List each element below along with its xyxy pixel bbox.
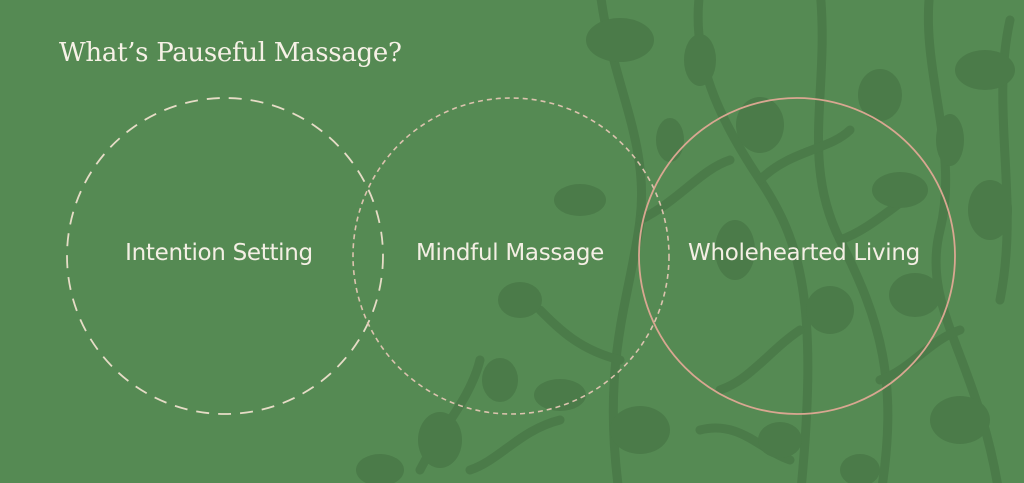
page-title: What’s Pauseful Massage? [59, 38, 402, 68]
circle-intention-setting [66, 97, 384, 415]
label-wholehearted-living: Wholehearted Living [688, 240, 920, 266]
label-intention-setting: Intention Setting [125, 240, 313, 266]
circle-mindful-massage [352, 97, 670, 415]
label-mindful-massage: Mindful Massage [415, 240, 605, 266]
circle-wholehearted-living [638, 97, 956, 415]
